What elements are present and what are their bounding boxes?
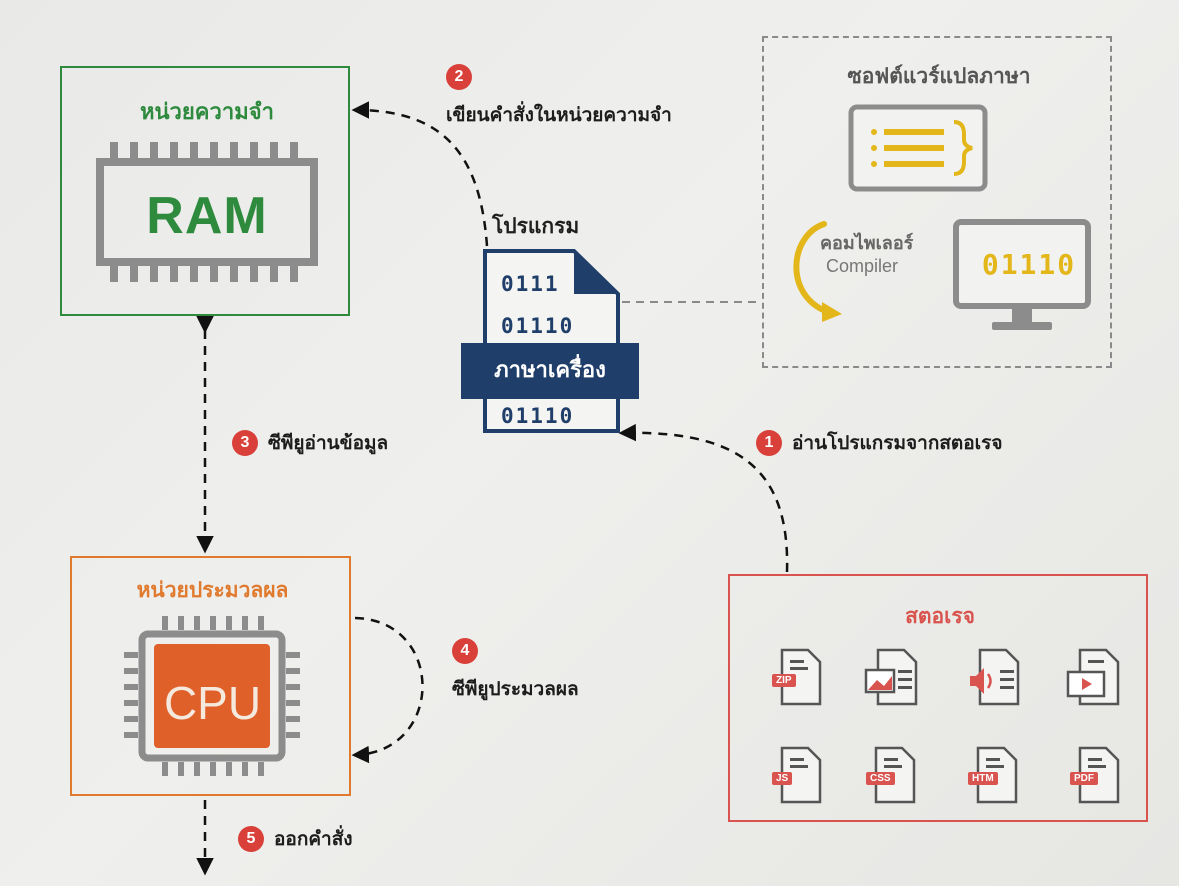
code-line-2: 01110	[501, 314, 575, 338]
compiler-english-label: Compiler	[826, 256, 899, 276]
monitor-code-text: 01110	[981, 248, 1077, 281]
css-file-tag: CSS	[866, 772, 895, 785]
ram-label: RAM	[146, 187, 268, 245]
zip-file-icon: ZIP	[772, 648, 824, 706]
step-4: 4 ซีพียูประมวลผล	[452, 638, 579, 704]
cpu-title: หน่วยประมวลผล	[136, 578, 289, 602]
software-box: ซอฟต์แวร์แปลภาษา คอมไพเลอร์ Compiler 011…	[762, 36, 1112, 368]
memory-box: หน่วยความจำ RAM	[60, 66, 350, 316]
arrow-read-storage	[618, 423, 789, 573]
step-1: 1 อ่านโปรแกรมจากสตอเรจ	[756, 428, 1003, 458]
zip-file-tag: ZIP	[772, 674, 796, 687]
ram-chip-icon	[96, 142, 318, 282]
code-editor-icon	[848, 104, 988, 192]
css-file-icon: CSS	[866, 746, 918, 804]
step-4-text: ซีพียูประมวลผล	[452, 678, 579, 700]
step-2-badge: 2	[446, 64, 472, 90]
cpu-chip-icon	[124, 616, 300, 776]
program-title: โปรแกรม	[492, 214, 580, 238]
arrow-cpu-loop	[351, 616, 424, 764]
pdf-file-tag: PDF	[1070, 772, 1098, 785]
js-file-tag: JS	[772, 772, 793, 785]
video-file-icon	[1066, 648, 1120, 706]
convert-arrow-icon	[793, 221, 842, 322]
step-4-badge: 4	[452, 638, 478, 664]
step-1-badge: 1	[756, 430, 782, 456]
step-2-text: เขียนคำสั่งในหน่วยความจำ	[446, 104, 672, 126]
step-3: 3 ซีพียูอ่านข้อมูล	[232, 428, 388, 458]
storage-box: สตอเรจ ZIP JS CSS HTM PDF	[728, 574, 1148, 822]
htm-file-tag: HTM	[968, 772, 998, 785]
compiler-thai-label: คอมไพเลอร์	[820, 233, 914, 254]
monitor-icon	[953, 219, 1091, 330]
memory-title: หน่วยความจำ	[140, 100, 274, 125]
audio-file-icon	[966, 648, 1020, 706]
js-file-icon: JS	[772, 746, 824, 804]
arrow-write-memory	[351, 101, 489, 247]
machine-language-banner: ภาษาเครื่อง	[461, 343, 639, 399]
pdf-file-icon: PDF	[1070, 746, 1122, 804]
step-5: 5 ออกคำสั่ง	[238, 824, 353, 854]
step-5-text: ออกคำสั่ง	[274, 828, 353, 850]
code-line-1: 0111	[501, 272, 560, 296]
step-5-badge: 5	[238, 826, 264, 852]
image-file-icon	[864, 648, 918, 706]
step-1-text: อ่านโปรแกรมจากสตอเรจ	[792, 432, 1003, 454]
cpu-label: CPU	[163, 677, 262, 729]
storage-title: สตอเรจ	[905, 604, 975, 628]
step-3-badge: 3	[232, 430, 258, 456]
htm-file-icon: HTM	[968, 746, 1020, 804]
step-2: 2 เขียนคำสั่งในหน่วยความจำ	[446, 64, 672, 130]
code-line-3: 01110	[501, 404, 575, 428]
cpu-box: หน่วยประมวลผล CPU	[70, 556, 351, 796]
step-3-text: ซีพียูอ่านข้อมูล	[268, 432, 389, 454]
software-title: ซอฟต์แวร์แปลภาษา	[847, 64, 1031, 88]
